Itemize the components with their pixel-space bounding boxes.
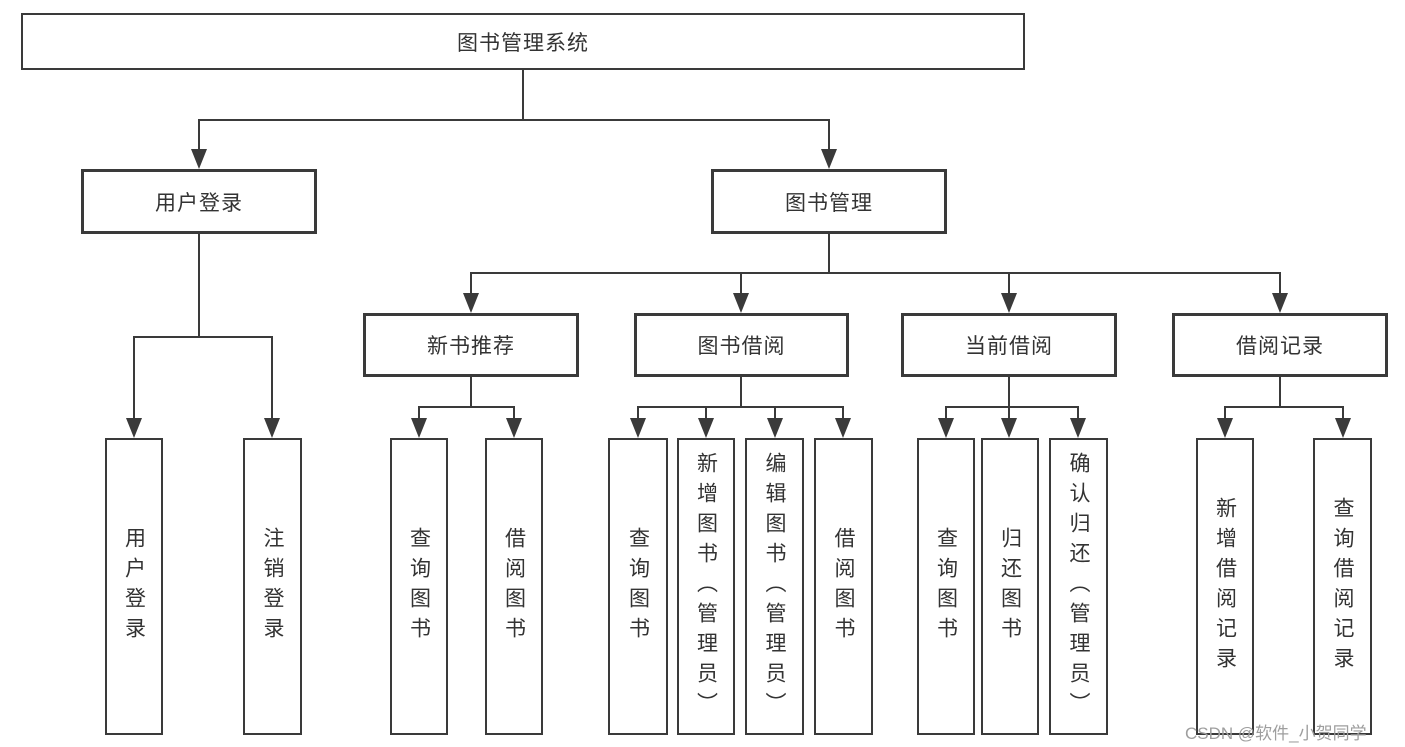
connector-line	[198, 119, 200, 151]
node-label: 用户登录	[122, 526, 146, 647]
arrow-down-icon	[835, 418, 851, 438]
node-label: 用户登录	[155, 191, 243, 215]
node-label: 查询图书	[626, 526, 650, 647]
node-label: 当前借阅	[965, 335, 1053, 358]
connector-line	[637, 406, 844, 408]
node-label: 图书管理	[785, 191, 873, 215]
arrow-down-icon	[1001, 293, 1017, 313]
leaf-borrow-books-recommend: 借阅图书	[485, 438, 543, 735]
node-label: 注销登录	[261, 526, 284, 647]
node-label: 图书借阅	[697, 335, 786, 358]
connector-line	[513, 406, 515, 419]
arrow-down-icon	[1335, 418, 1351, 438]
arrow-down-icon	[938, 418, 954, 438]
node-label: 查询图书	[934, 526, 958, 647]
node-borrow-records: 借阅记录	[1172, 313, 1388, 377]
connector-line	[1008, 406, 1010, 419]
connector-line	[740, 377, 742, 407]
node-label: 归还图书	[998, 526, 1022, 647]
arrow-down-icon	[191, 149, 207, 169]
connector-line	[1224, 406, 1344, 408]
arrow-down-icon	[733, 293, 749, 313]
node-label: 借阅图书	[832, 526, 855, 647]
connector-line	[1008, 377, 1010, 407]
node-label: 确认归还（管理员）	[1067, 451, 1090, 722]
leaf-return-books: 归还图书	[981, 438, 1039, 735]
connector-line	[271, 336, 273, 419]
connector-line	[470, 272, 472, 294]
leaf-add-book-admin: 新增图书（管理员）	[677, 438, 735, 735]
node-label: 查询图书	[407, 526, 431, 647]
leaf-query-books-recommend: 查询图书	[390, 438, 448, 735]
connector-line	[418, 406, 515, 408]
arrow-down-icon	[463, 293, 479, 313]
connector-line	[198, 119, 830, 121]
connector-line	[705, 406, 707, 419]
arrow-down-icon	[1070, 418, 1086, 438]
connector-line	[828, 119, 830, 151]
arrow-down-icon	[821, 149, 837, 169]
leaf-borrow-books: 借阅图书	[814, 438, 873, 735]
connector-line	[842, 406, 844, 419]
node-book-borrowing: 图书借阅	[634, 313, 849, 377]
arrow-down-icon	[411, 418, 427, 438]
node-label: 借阅记录	[1236, 335, 1324, 358]
arrow-down-icon	[126, 418, 142, 438]
arrow-down-icon	[506, 418, 522, 438]
connector-line	[470, 377, 472, 407]
arrow-down-icon	[698, 418, 714, 438]
leaf-add-borrow-record: 新增借阅记录	[1196, 438, 1254, 735]
connector-line	[198, 234, 200, 337]
arrow-down-icon	[264, 418, 280, 438]
node-label: 新增图书（管理员）	[694, 451, 718, 722]
connector-line	[774, 406, 776, 419]
connector-line	[1077, 406, 1079, 419]
connector-line	[945, 406, 1079, 408]
connector-line	[470, 272, 1281, 274]
node-label: 新增借阅记录	[1213, 496, 1237, 677]
leaf-confirm-return-admin: 确认归还（管理员）	[1049, 438, 1108, 735]
connector-line	[740, 272, 742, 294]
connector-line	[637, 406, 639, 419]
node-label: 新书推荐	[427, 335, 515, 358]
connector-line	[1279, 272, 1281, 294]
leaf-query-books-borrowing: 查询图书	[608, 438, 668, 735]
leaf-user-login: 用户登录	[105, 438, 163, 735]
connector-line	[133, 336, 135, 419]
node-label: 查询借阅记录	[1331, 496, 1354, 677]
arrow-down-icon	[1001, 418, 1017, 438]
connector-line	[1279, 377, 1281, 407]
node-label: 编辑图书（管理员）	[763, 451, 786, 722]
connector-line	[418, 406, 420, 419]
connector-line	[133, 336, 273, 338]
node-current-borrowing: 当前借阅	[901, 313, 1117, 377]
node-label: 图书管理系统	[457, 31, 589, 55]
connector-line	[522, 69, 524, 120]
leaf-query-books-current: 查询图书	[917, 438, 975, 735]
arrow-down-icon	[630, 418, 646, 438]
connector-line	[1224, 406, 1226, 419]
node-book-management: 图书管理	[711, 169, 947, 234]
node-new-book-recommend: 新书推荐	[363, 313, 579, 377]
csdn-watermark: CSDN @软件_小贺同学	[1185, 724, 1367, 743]
arrow-down-icon	[1272, 293, 1288, 313]
arrow-down-icon	[1217, 418, 1233, 438]
leaf-edit-book-admin: 编辑图书（管理员）	[745, 438, 804, 735]
connector-line	[1008, 272, 1010, 294]
leaf-logout: 注销登录	[243, 438, 302, 735]
node-library-management-system: 图书管理系统	[21, 13, 1025, 70]
connector-line	[945, 406, 947, 419]
node-label: 借阅图书	[502, 526, 526, 647]
leaf-query-borrow-record: 查询借阅记录	[1313, 438, 1372, 735]
connector-line	[1342, 406, 1344, 419]
node-user-login: 用户登录	[81, 169, 317, 234]
arrow-down-icon	[767, 418, 783, 438]
connector-line	[828, 234, 830, 273]
